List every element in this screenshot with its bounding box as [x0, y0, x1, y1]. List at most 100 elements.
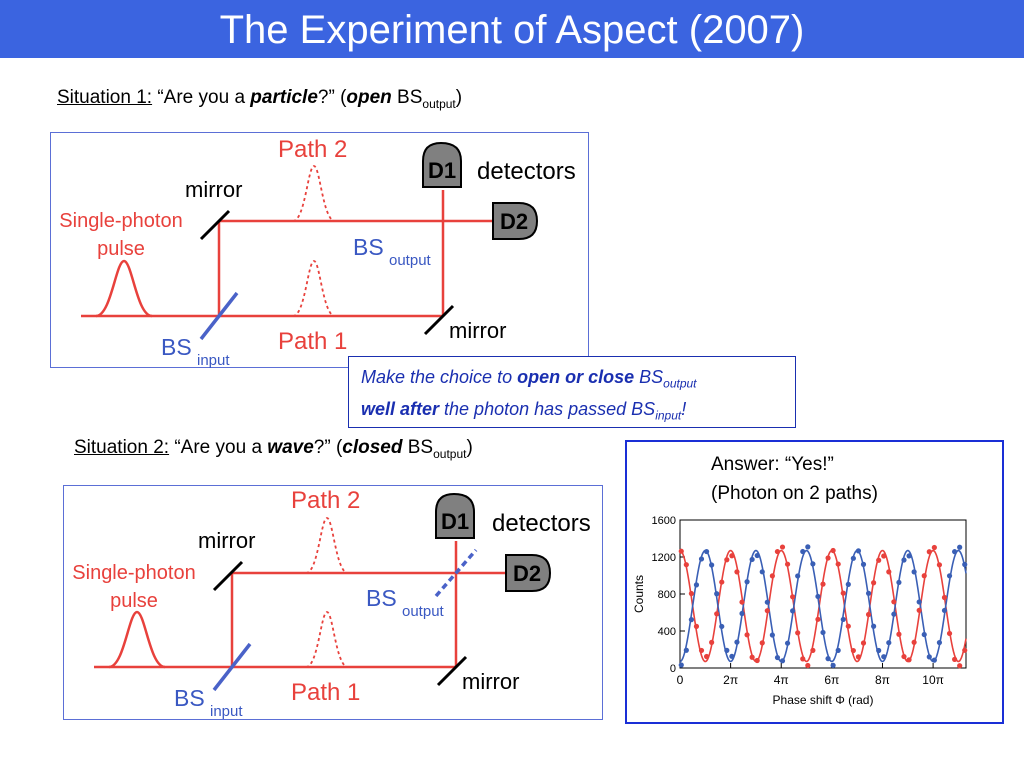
situation-1-label: Situation 1: [57, 87, 153, 108]
y-tick-label: 1600 [652, 515, 676, 527]
detector-d1-shape [422, 141, 462, 188]
bs-output-label-2: BS [366, 585, 397, 611]
choice-callout: Make the choice to open or close BSoutpu… [348, 356, 796, 428]
data-point [896, 579, 902, 586]
data-point [693, 582, 700, 588]
detector-d2-shape-2 [505, 554, 552, 592]
data-point [952, 549, 958, 555]
data-point [724, 647, 730, 653]
data-point [891, 611, 897, 617]
data-point [850, 647, 856, 654]
situation-2-heading: Situation 2: “Are you a wave?” (closed B… [74, 437, 473, 461]
data-point [714, 591, 720, 597]
data-point [683, 562, 689, 568]
data-point [876, 647, 882, 654]
fit-curves [679, 549, 967, 663]
data-point [724, 557, 730, 563]
data-point [729, 653, 735, 659]
x-tick-label: 4π [774, 673, 789, 687]
d2-label: D2 [500, 209, 528, 234]
data-point [805, 662, 811, 669]
data-point [931, 657, 937, 663]
bs-input-label-2: BS [174, 685, 205, 711]
path1-label: Path 1 [278, 328, 347, 355]
data-point [754, 657, 760, 664]
data-point [957, 544, 963, 550]
pulse-label-line2: pulse [97, 238, 145, 260]
data-point [921, 631, 927, 638]
data-point [784, 640, 791, 646]
y-tick-label: 1200 [652, 552, 676, 564]
mirror-top-label-2: mirror [198, 528, 255, 553]
data-point [876, 557, 882, 563]
data-point [926, 654, 932, 660]
bs-input-sub-2: input [210, 703, 243, 720]
data-point [784, 561, 791, 567]
data-point [845, 581, 851, 587]
data-point [744, 632, 750, 638]
data-point [729, 553, 735, 559]
data-point [906, 553, 912, 559]
data-point [764, 599, 770, 605]
detector-d2-shape [492, 202, 539, 240]
x-axis-label: Phase shift Φ (rad) [773, 693, 874, 707]
data-point [688, 617, 694, 623]
interferometer-open-diagram: D1 D2 detectors Path 2 Path 1 mirror mir… [59, 136, 575, 369]
y-tick-label: 800 [658, 589, 676, 601]
data-point [790, 608, 796, 614]
mirror-bottom-shape [423, 304, 455, 336]
data-point [845, 623, 851, 629]
data-point [840, 616, 846, 623]
data-point [830, 547, 836, 554]
data-point [749, 654, 755, 660]
bs-input-shape [199, 291, 239, 341]
data-point [941, 607, 948, 614]
bs-output-sub: output [389, 252, 432, 269]
data-point [962, 647, 968, 653]
data-point [820, 629, 826, 636]
mirror-bottom-shape-2 [436, 655, 468, 687]
data-point [739, 610, 745, 617]
bs-input-sub: input [197, 352, 230, 369]
data-point [759, 640, 765, 646]
interferometer-open-panel: D1 D2 detectors Path 2 Path 1 mirror mir… [50, 132, 589, 369]
data-point [936, 639, 943, 646]
data-point [871, 580, 877, 586]
pulse-label-line2-2: pulse [110, 590, 158, 612]
data-point [734, 569, 740, 575]
situation-1-state: open [346, 87, 392, 108]
path2-label-2: Path 2 [291, 487, 360, 514]
path2-label: Path 2 [278, 136, 347, 163]
data-point [931, 544, 937, 551]
data-point [698, 647, 705, 654]
data-point [886, 640, 892, 646]
data-point [825, 656, 831, 662]
data-point [810, 647, 816, 653]
data-point [946, 630, 953, 637]
data-points [678, 544, 968, 669]
data-point [734, 639, 740, 645]
slide-title: The Experiment of Aspect (2007) [0, 0, 1024, 58]
data-point [709, 639, 715, 645]
data-point [779, 544, 786, 550]
data-point [860, 561, 867, 567]
bs-output-closed-shape [434, 548, 478, 598]
data-point [779, 658, 786, 664]
data-point [926, 549, 932, 555]
data-point [855, 654, 862, 660]
pulse-label-line1-2: Single-photon [72, 562, 195, 584]
data-point [946, 573, 953, 579]
data-point [840, 590, 846, 596]
mirror-top-label: mirror [185, 177, 242, 202]
data-point [703, 653, 710, 660]
data-point [952, 656, 958, 662]
data-point [820, 581, 826, 587]
detector-d1-shape-2 [435, 492, 475, 539]
fit-curve-1 [679, 549, 967, 663]
data-point [749, 556, 755, 563]
plot-frame [679, 519, 967, 669]
data-point [805, 544, 811, 550]
answer-line-1: Answer: “Yes!” [711, 454, 834, 475]
